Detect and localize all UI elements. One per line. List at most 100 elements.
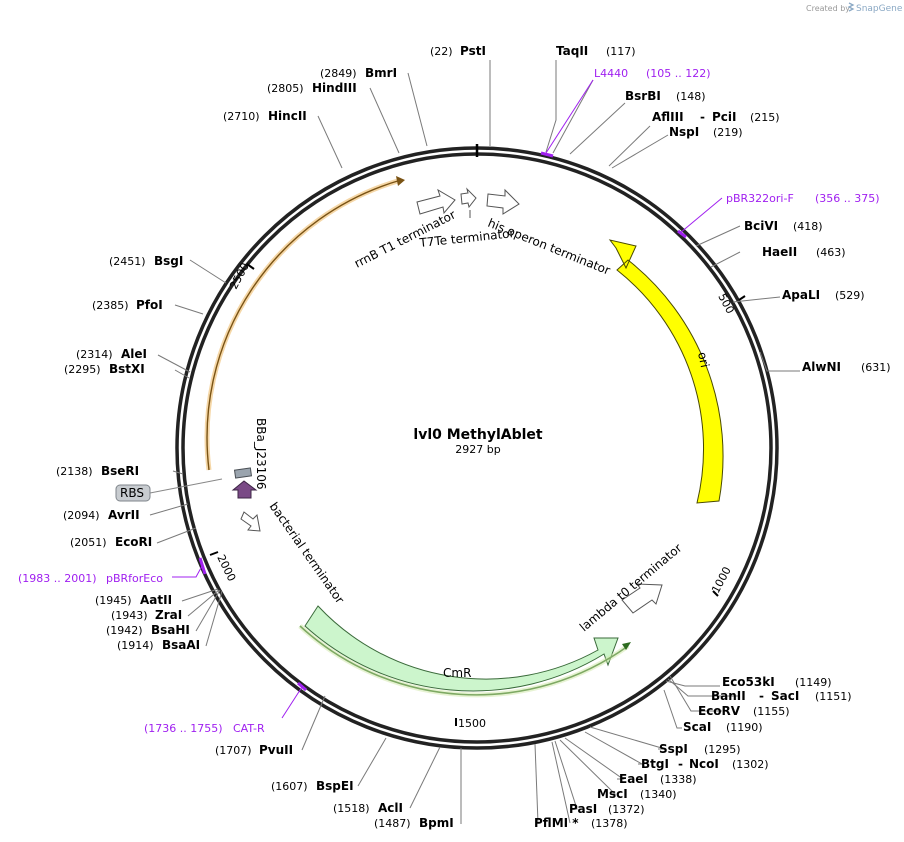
site-name-acli[interactable]: AclI: [378, 801, 403, 815]
tick-label-2000: 2000: [214, 553, 238, 584]
site-pos-taqii: (117): [606, 45, 636, 58]
site-name-bstxi[interactable]: BstXI: [109, 362, 145, 376]
credit-text: Created by: [806, 4, 850, 13]
site-name-bsrbi[interactable]: BsrBI: [625, 89, 661, 103]
tick-label-1500: 1500: [458, 717, 486, 730]
site-name-apali[interactable]: ApaLI: [782, 288, 820, 302]
site-name-bcivi[interactable]: BciVI: [744, 219, 778, 233]
site-pos-bmri: (2849): [320, 67, 357, 80]
primer-range-pbr322ori: (356 .. 375): [815, 192, 880, 205]
site-name-bsgi[interactable]: BsgI: [154, 254, 183, 268]
rbs-callout-box[interactable]: [115, 484, 151, 502]
site-name-msci[interactable]: MscI: [597, 787, 628, 801]
site-name-bspei[interactable]: BspEI: [316, 779, 354, 793]
bacterial-terminator-arrow[interactable]: [240, 511, 261, 532]
site-name-alei[interactable]: AleI: [121, 347, 147, 361]
promoter-arrow[interactable]: [231, 480, 258, 499]
site-name-bpmi[interactable]: BpmI: [419, 816, 454, 830]
primer-name-l4440[interactable]: L4440: [594, 67, 628, 80]
site-pos-banii: (1151): [815, 690, 852, 703]
site-dash-ncoi: -: [678, 757, 683, 771]
site-name-bsahi[interactable]: BsaHI: [151, 623, 190, 637]
cmr-feature[interactable]: [298, 605, 631, 698]
site-pos-pfoi: (2385): [92, 299, 129, 312]
site-pos-haeii: (463): [816, 246, 846, 259]
site-name-bsaai[interactable]: BsaAI: [162, 638, 200, 652]
site-pos-alei: (2314): [76, 348, 113, 361]
site-pos-bcivi: (418): [793, 220, 823, 233]
site-leaders: [149, 60, 800, 824]
ori-feature[interactable]: [608, 239, 724, 504]
site-name-avrii[interactable]: AvrII: [108, 508, 140, 522]
rbs-leader: [149, 478, 223, 494]
site-pos-bsrbi: (148): [676, 90, 706, 103]
plasmid-size: 2927 bp: [455, 443, 500, 456]
site-pos-msci: (1340): [640, 788, 677, 801]
credit-brand: SnapGene: [856, 4, 903, 14]
site-name-alwni[interactable]: AlwNI: [802, 360, 841, 374]
site-pos-pflmi: (1378): [591, 817, 628, 830]
t7te-terminator-arrow[interactable]: [460, 187, 477, 209]
site-name-banii[interactable]: BanII: [711, 689, 746, 703]
site-pos-zrai: (1943): [111, 609, 148, 622]
site-name-btgi[interactable]: BtgI: [641, 757, 669, 771]
site-name-bmri[interactable]: BmrI: [365, 66, 397, 80]
site-pos-sspi: (1295): [704, 743, 741, 756]
primer-range-catr: (1736 .. 1755): [144, 722, 223, 735]
site-name-taqii[interactable]: TaqII: [556, 44, 588, 58]
site-name-afliii[interactable]: AflIII: [652, 110, 684, 124]
site-pos-hincii: (2710): [223, 110, 260, 123]
site-name-pasi[interactable]: PasI: [569, 802, 597, 816]
site-name-pcii[interactable]: PciI: [712, 110, 737, 124]
primer-marks: [198, 151, 687, 692]
site-name-bseri[interactable]: BseRI: [101, 464, 139, 478]
left-orange-arc: [204, 176, 405, 471]
site-name-eaei[interactable]: EaeI: [619, 772, 648, 786]
site-name-aatii[interactable]: AatII: [140, 593, 172, 607]
lambda-t0-terminator-label: lambda t0 terminator: [577, 541, 685, 634]
site-name-psti[interactable]: PstI: [460, 44, 486, 58]
promoter-label: BBa_J23106: [254, 418, 268, 490]
site-name-pvuii[interactable]: PvuII: [259, 743, 293, 757]
site-pos-eaei: (1338): [660, 773, 697, 786]
his-operon-terminator-label: his operon terminator: [486, 216, 612, 278]
site-pos-nspi: (219): [713, 126, 743, 139]
site-pos-btgi: (1302): [732, 758, 769, 771]
site-pos-aatii: (1945): [95, 594, 132, 607]
tick-marks: [209, 263, 746, 726]
snapgene-logo-icon: [847, 2, 855, 12]
site-name-sspi[interactable]: SspI: [659, 742, 688, 756]
rrnb-t1-terminator-arrow[interactable]: [416, 188, 456, 215]
site-name-haeii[interactable]: HaeII: [762, 245, 797, 259]
primer-name-pbr322ori[interactable]: pBR322ori-F: [726, 192, 794, 205]
site-pos-bpmi: (1487): [374, 817, 411, 830]
site-name-saci[interactable]: SacI: [771, 689, 799, 703]
site-name-ecorv[interactable]: EcoRV: [698, 704, 741, 718]
plasmid-title: lvl0 MethylAblet: [413, 427, 543, 443]
site-name-nspi[interactable]: NspI: [669, 125, 699, 139]
primer-name-pbrforeco[interactable]: pBRforEco: [106, 572, 163, 585]
site-name-zrai[interactable]: ZraI: [155, 608, 182, 622]
site-name-pflmi[interactable]: PflMI *: [534, 816, 579, 830]
site-pos-ecori: (2051): [70, 536, 107, 549]
site-pos-eco53ki: (1149): [795, 676, 832, 689]
site-name-scai[interactable]: ScaI: [683, 720, 711, 734]
lambda-t0-terminator-arrow[interactable]: [621, 583, 663, 614]
site-pos-afliii: (215): [750, 111, 780, 124]
site-pos-hindiii: (2805): [267, 82, 304, 95]
site-pos-psti: (22): [430, 45, 453, 58]
site-name-hincii[interactable]: HincII: [268, 109, 307, 123]
his-operon-terminator-arrow[interactable]: [486, 188, 520, 215]
site-name-ncoi[interactable]: NcoI: [689, 757, 719, 771]
site-pos-avrii: (2094): [63, 509, 100, 522]
site-name-pfoi[interactable]: PfoI: [136, 298, 163, 312]
rbs-box[interactable]: [233, 467, 253, 479]
bacterial-terminator-label: bacterial terminator: [267, 500, 347, 607]
site-name-eco53ki[interactable]: Eco53kI: [722, 675, 775, 689]
site-name-hindiii[interactable]: HindIII: [312, 81, 357, 95]
site-name-ecori[interactable]: EcoRI: [115, 535, 152, 549]
site-pos-ecorv: (1155): [753, 705, 790, 718]
site-pos-bspei: (1607): [271, 780, 308, 793]
primer-name-catr[interactable]: CAT-R: [233, 722, 265, 735]
